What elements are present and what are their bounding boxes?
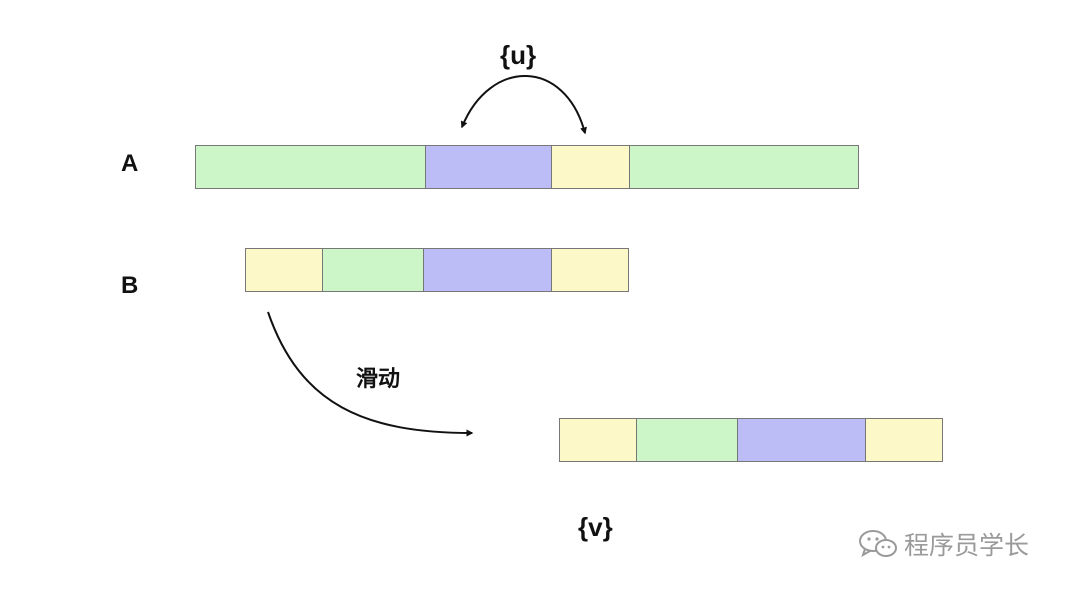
- watermark-text: 程序员学长: [904, 531, 1030, 560]
- set-label-u: {u}: [500, 40, 537, 70]
- strip-a-segment-yellow: [552, 146, 630, 188]
- strip-b-segment-yellow: [246, 249, 323, 291]
- strip-b-segment-green: [323, 249, 424, 291]
- strip-b-segment-purple: [424, 249, 552, 291]
- strip-b: [245, 248, 629, 292]
- strip-a-segment-green-right: [630, 146, 858, 188]
- strip-a: [195, 145, 859, 189]
- set-label-v: {v}: [578, 512, 613, 542]
- row-label-a: A: [121, 150, 139, 177]
- slide-arrow: [267, 311, 474, 437]
- strip-b-shifted-segment-green: [637, 419, 738, 461]
- watermark: 程序员学长: [858, 526, 1029, 562]
- wechat-icon: [859, 530, 897, 558]
- slide-label: 滑动: [356, 367, 401, 392]
- row-label-b: B: [121, 272, 139, 299]
- strip-a-segment-green: [196, 146, 426, 188]
- strip-b-segment-yellow-right: [552, 249, 628, 291]
- strip-a-segment-purple: [426, 146, 552, 188]
- strip-b-shifted: [559, 418, 943, 462]
- strip-b-shifted-segment-yellow-right: [866, 419, 942, 461]
- strip-b-shifted-segment-purple: [738, 419, 866, 461]
- strip-b-shifted-segment-yellow: [560, 419, 637, 461]
- swap-arrow: [460, 75, 587, 135]
